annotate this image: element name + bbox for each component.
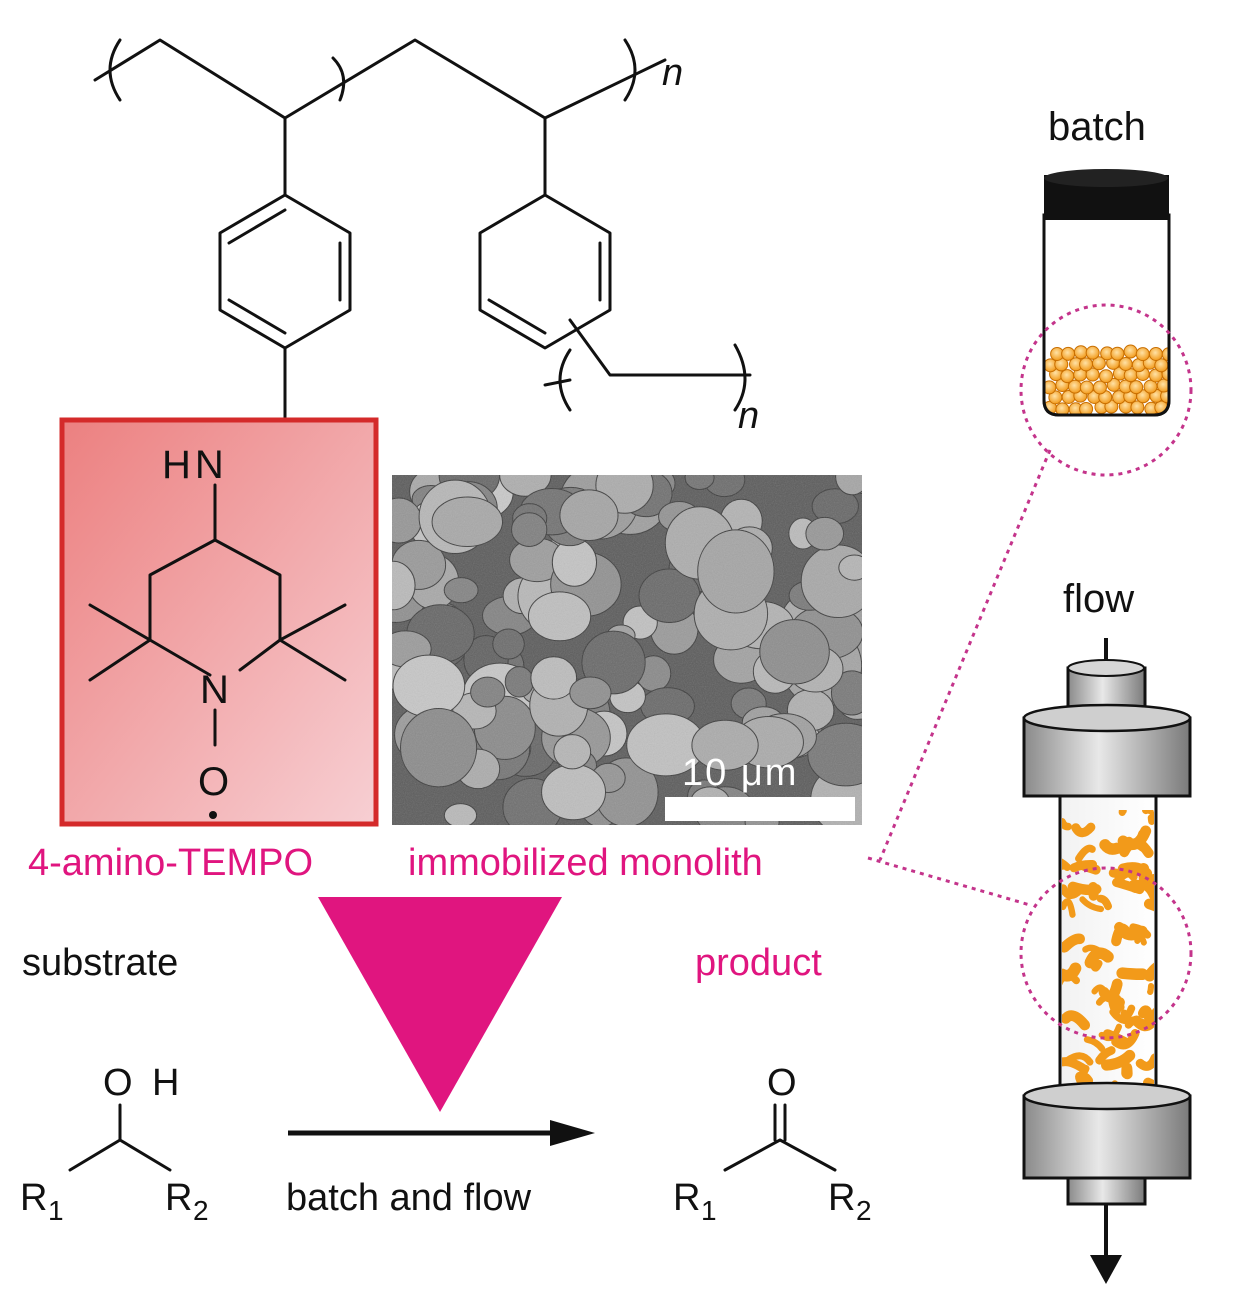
monolith-strand — [1118, 810, 1127, 816]
radical-dot — [209, 811, 217, 819]
monolith-strand — [1083, 1036, 1106, 1053]
batch-zoom-circle — [1019, 303, 1193, 477]
monolith-strand — [1062, 858, 1072, 872]
monolith-strand — [1107, 994, 1125, 1014]
scale-bar — [665, 797, 855, 821]
ketone-o-label: O — [767, 1062, 797, 1104]
scale-bar-label: 10 μm — [682, 752, 798, 794]
monolith-strand — [1135, 1053, 1154, 1071]
amino-tempo-label: 4-amino-TEMPO — [28, 842, 313, 884]
tempo-highlight-box — [59, 417, 379, 827]
silica-bead — [1060, 369, 1075, 384]
silica-bead — [1129, 380, 1144, 395]
flow-label: flow — [1063, 577, 1134, 621]
silica-bead — [1110, 346, 1125, 361]
silica-bead — [1079, 357, 1094, 372]
monolith-strand — [1114, 868, 1138, 884]
substrate-label: substrate — [22, 942, 178, 984]
o-radical-label: O — [198, 760, 229, 804]
reaction-arrow — [288, 1120, 595, 1146]
oh-h-label: H — [152, 1062, 179, 1104]
product-r1-subscript: 1 — [701, 1195, 717, 1226]
monolith-strand — [1062, 933, 1085, 953]
substrate-r1-subscript: 1 — [48, 1195, 64, 1226]
tempo-structure — [88, 483, 347, 747]
monolith-strand — [1062, 971, 1081, 986]
monolith-strand — [1129, 879, 1154, 895]
monolith-strand — [1111, 923, 1133, 947]
monolith-strand — [1062, 1010, 1091, 1031]
product-label: product — [695, 942, 822, 984]
oh-o-label: O — [103, 1062, 133, 1104]
monolith-strand — [1062, 884, 1084, 900]
product-r2-label: R — [828, 1177, 855, 1219]
monolith-strand — [1120, 1004, 1136, 1020]
dotted-connector-line — [867, 856, 1031, 907]
monolith-strand — [1143, 962, 1154, 982]
silica-bead — [1099, 369, 1114, 384]
sem-micrograph: 10 μm — [392, 475, 862, 825]
n-atom-label: N — [200, 668, 229, 712]
monolith-strand — [1099, 839, 1123, 855]
monolith-strand — [1095, 1046, 1116, 1065]
silica-bead — [1079, 380, 1094, 395]
monolith-strand — [1147, 982, 1154, 995]
silica-bead — [1073, 345, 1088, 360]
monolith-strand — [1088, 881, 1099, 901]
repeat-unit-n-label: n — [662, 52, 683, 94]
substrate-r2-subscript: 2 — [193, 1195, 209, 1226]
monolith-strand — [1091, 984, 1110, 999]
silica-bead — [1085, 345, 1100, 360]
silica-bead — [1091, 356, 1106, 371]
flow-zoom-circle — [1019, 866, 1193, 1040]
monolith-strand — [1084, 947, 1114, 969]
product-r2-subscript: 2 — [856, 1195, 872, 1226]
silica-bead — [1061, 346, 1076, 361]
reaction-conditions-label: batch and flow — [286, 1177, 532, 1219]
silica-bead — [1135, 347, 1150, 362]
monolith-strand — [1109, 1008, 1139, 1025]
flow-column — [1022, 638, 1192, 1284]
silica-bead — [1148, 346, 1163, 361]
substrate-r1-label: R — [20, 1177, 47, 1219]
batch-connector-line — [878, 449, 1052, 861]
silica-bead — [1092, 380, 1107, 395]
monolith-strand — [1078, 1063, 1090, 1076]
polymer-structure — [93, 38, 752, 457]
monolith-strand — [1101, 1049, 1136, 1071]
monolith-strand — [1137, 1005, 1154, 1024]
catalyst-triangle — [318, 897, 562, 1112]
monolith-strand — [1137, 863, 1150, 884]
silica-bead — [1085, 367, 1100, 382]
batch-label: batch — [1048, 105, 1146, 149]
monolith-strand — [1071, 822, 1096, 838]
hn-atom-label: HN — [162, 443, 228, 487]
batch-vial — [1042, 169, 1171, 417]
monolith-strand — [1063, 1052, 1094, 1066]
monolith-strand — [1075, 844, 1096, 863]
monolith-strand — [1069, 859, 1098, 873]
alcohol-structure — [68, 1103, 172, 1172]
monolith-strand — [1116, 967, 1149, 981]
silica-bead — [1079, 401, 1094, 415]
monolith-strand — [1062, 818, 1072, 831]
product-r1-label: R — [673, 1177, 700, 1219]
immobilized-monolith-label: immobilized monolith — [408, 842, 763, 884]
crosslink-n-label: n — [738, 395, 759, 437]
monolith-strand — [1146, 874, 1154, 892]
monolith-strand — [1079, 896, 1105, 913]
ketone-structure — [723, 1103, 837, 1172]
monolith-strand — [1075, 1071, 1094, 1085]
monolith-strand — [1062, 898, 1076, 918]
silica-bead — [1123, 344, 1138, 359]
monolith-strand — [1117, 825, 1152, 851]
monolith-strand — [1096, 894, 1113, 911]
monolith-strand — [1147, 811, 1154, 825]
monolith-strand — [1121, 1062, 1133, 1080]
substrate-r2-label: R — [165, 1177, 192, 1219]
